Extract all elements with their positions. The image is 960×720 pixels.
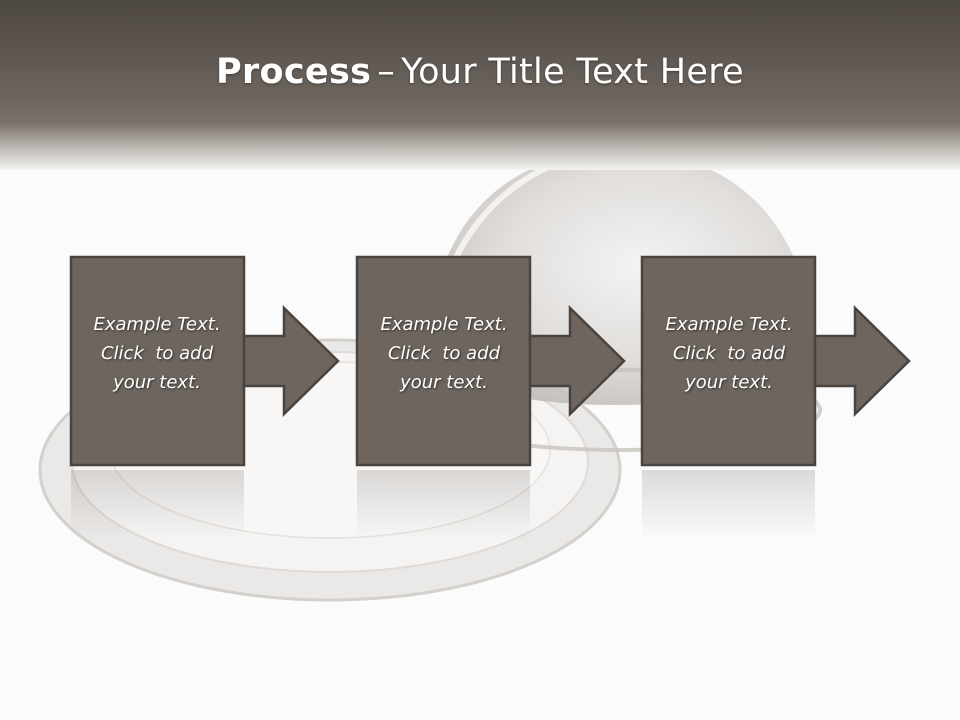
- title-bold: Process: [216, 52, 372, 92]
- step-text-line: Click to add: [100, 343, 213, 364]
- step-text-line: your text.: [400, 372, 488, 393]
- step-text-line: Example Text.: [93, 314, 221, 335]
- arrow-right-icon: [813, 305, 911, 417]
- title-rest: Your Title Text Here: [401, 52, 744, 92]
- step-1-text[interactable]: Example Text. Click to add your text.: [71, 310, 243, 397]
- step-text-line: your text.: [685, 372, 773, 393]
- step-text-line: Click to add: [387, 343, 500, 364]
- slide-title[interactable]: Process–Your Title Text Here: [0, 52, 960, 92]
- process-step-3[interactable]: [640, 255, 911, 540]
- step-text-line: Click to add: [672, 343, 785, 364]
- process-step-2[interactable]: [355, 255, 626, 540]
- process-step-1[interactable]: [69, 255, 340, 540]
- step-text-line: Example Text.: [380, 314, 508, 335]
- step-3-text[interactable]: Example Text. Click to add your text.: [643, 310, 815, 397]
- arrow-right-icon: [528, 305, 626, 417]
- step-text-line: your text.: [113, 372, 201, 393]
- arrow-right-icon: [242, 305, 340, 417]
- title-separator: –: [377, 52, 396, 92]
- step-text-line: Example Text.: [665, 314, 793, 335]
- title-band: [0, 0, 960, 170]
- step-2-text[interactable]: Example Text. Click to add your text.: [358, 310, 530, 397]
